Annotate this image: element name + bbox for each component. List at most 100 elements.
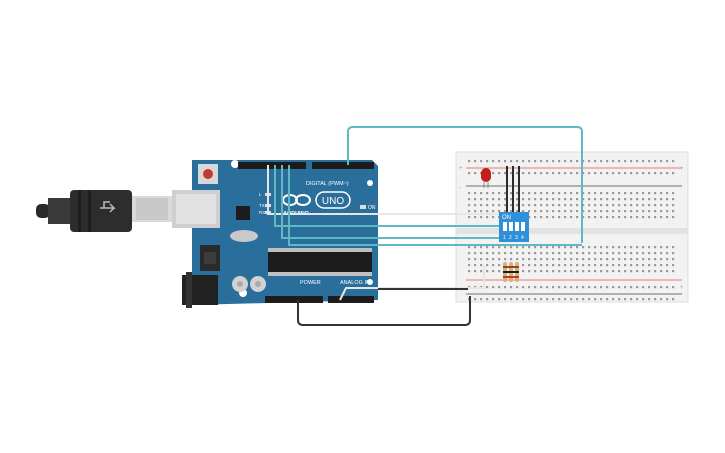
- breadboard-hole: [534, 246, 537, 249]
- breadboard-hole: [534, 252, 537, 255]
- breadboard-hole: [564, 246, 567, 249]
- breadboard-hole: [660, 216, 663, 219]
- breadboard-hole: [582, 252, 585, 255]
- breadboard-hole: [570, 270, 573, 273]
- breadboard-hole: [600, 264, 603, 267]
- breadboard-hole: [492, 198, 495, 201]
- breadboard-hole: [540, 216, 543, 219]
- breadboard-hole: [612, 258, 615, 261]
- breadboard-hole: [600, 216, 603, 219]
- breadboard-hole: [540, 264, 543, 267]
- breadboard-hole: [600, 210, 603, 213]
- breadboard-hole: [540, 160, 543, 163]
- breadboard-hole: [588, 160, 591, 163]
- breadboard-hole: [576, 270, 579, 273]
- breadboard-hole: [660, 270, 663, 273]
- breadboard-hole: [516, 252, 519, 255]
- breadboard-hole: [480, 258, 483, 261]
- breadboard-hole: [660, 210, 663, 213]
- breadboard-hole: [468, 246, 471, 249]
- dip-toggle-4[interactable]: [521, 222, 525, 231]
- breadboard-hole: [660, 286, 663, 289]
- breadboard-hole: [534, 270, 537, 273]
- breadboard-hole: [468, 204, 471, 207]
- breadboard-hole: [534, 286, 537, 289]
- breadboard-hole: [666, 270, 669, 273]
- breadboard-hole: [648, 258, 651, 261]
- breadboard-hole: [498, 258, 501, 261]
- dip-switch[interactable]: ON 1 2 3 4: [499, 212, 529, 242]
- breadboard-hole: [474, 252, 477, 255]
- breadboard-hole: [630, 270, 633, 273]
- breadboard-hole: [606, 298, 609, 301]
- breadboard-hole: [648, 264, 651, 267]
- breadboard-hole: [606, 286, 609, 289]
- breadboard-hole: [666, 258, 669, 261]
- arduino-board[interactable]: DIGITAL (PWM~) UNO ARDUINO ON TX RX L: [172, 160, 378, 308]
- breadboard-hole: [600, 270, 603, 273]
- breadboard-hole: [564, 198, 567, 201]
- breadboard[interactable]: + + - +: [455, 151, 689, 303]
- usb-chip: [236, 206, 250, 220]
- breadboard-hole: [630, 264, 633, 267]
- breadboard-hole: [630, 286, 633, 289]
- breadboard-hole: [510, 198, 513, 201]
- breadboard-hole: [558, 264, 561, 267]
- breadboard-hole: [612, 246, 615, 249]
- dip-toggle-1[interactable]: [503, 222, 507, 231]
- breadboard-hole: [666, 264, 669, 267]
- breadboard-hole: [648, 298, 651, 301]
- breadboard-hole: [594, 210, 597, 213]
- plus-sign-bottom-right: +: [680, 285, 684, 291]
- breadboard-hole: [570, 216, 573, 219]
- breadboard-hole: [666, 298, 669, 301]
- breadboard-hole: [516, 246, 519, 249]
- breadboard-hole: [594, 264, 597, 267]
- breadboard-hole: [624, 298, 627, 301]
- breadboard-hole: [546, 264, 549, 267]
- usb-cable[interactable]: [36, 190, 172, 232]
- tx-label: TX: [259, 203, 265, 208]
- breadboard-hole: [486, 270, 489, 273]
- breadboard-hole: [480, 298, 483, 301]
- breadboard-hole: [480, 204, 483, 207]
- breadboard-hole: [672, 192, 675, 195]
- red-led[interactable]: [481, 168, 491, 188]
- breadboard-hole: [672, 264, 675, 267]
- power-label: POWER: [300, 280, 321, 286]
- breadboard-hole: [474, 192, 477, 195]
- breadboard-hole: [600, 258, 603, 261]
- breadboard-hole: [540, 258, 543, 261]
- breadboard-hole: [498, 172, 501, 175]
- breadboard-hole: [546, 298, 549, 301]
- breadboard-hole: [642, 172, 645, 175]
- breadboard-hole: [642, 210, 645, 213]
- breadboard-hole: [540, 286, 543, 289]
- breadboard-hole: [528, 270, 531, 273]
- breadboard-hole: [618, 270, 621, 273]
- breadboard-hole: [504, 286, 507, 289]
- breadboard-hole: [492, 210, 495, 213]
- breadboard-hole: [630, 172, 633, 175]
- breadboard-hole: [672, 204, 675, 207]
- breadboard-hole: [654, 252, 657, 255]
- breadboard-hole: [498, 246, 501, 249]
- plus-sign-left: +: [459, 166, 463, 172]
- dip-toggle-2[interactable]: [509, 222, 513, 231]
- breadboard-hole: [612, 204, 615, 207]
- breadboard-hole: [522, 246, 525, 249]
- breadboard-hole: [630, 198, 633, 201]
- breadboard-hole: [522, 286, 525, 289]
- breadboard-hole: [558, 286, 561, 289]
- breadboard-hole: [588, 198, 591, 201]
- breadboard-hole: [480, 270, 483, 273]
- breadboard-hole: [570, 264, 573, 267]
- breadboard-hole: [534, 192, 537, 195]
- dip-number-1: 1: [503, 235, 506, 241]
- breadboard-hole: [642, 192, 645, 195]
- breadboard-hole: [594, 172, 597, 175]
- dip-toggle-3[interactable]: [515, 222, 519, 231]
- breadboard-hole: [468, 258, 471, 261]
- breadboard-hole: [486, 192, 489, 195]
- resistors[interactable]: [503, 262, 519, 282]
